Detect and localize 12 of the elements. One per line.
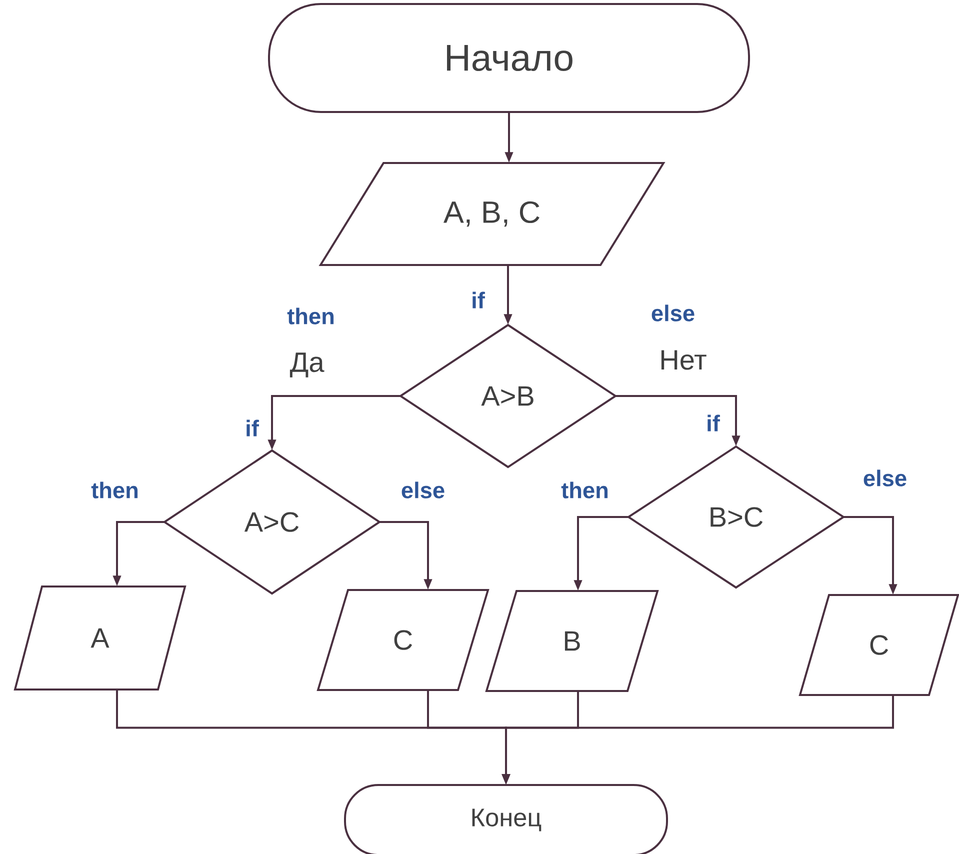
keyword-label: if <box>708 414 720 432</box>
keyword-label: then <box>91 482 138 498</box>
keyword-label: else <box>652 304 694 322</box>
terminal-box: Конец <box>344 784 668 854</box>
keyword-label: then <box>561 482 608 498</box>
edge-label: Нет <box>658 348 708 372</box>
keyword-label: if <box>246 420 259 436</box>
keyword-label: if <box>472 292 485 308</box>
keyword-label: else <box>402 482 444 498</box>
keyword-label: then <box>287 308 334 324</box>
terminal-box: Начало <box>268 3 750 113</box>
edge-label: Да <box>288 351 326 379</box>
